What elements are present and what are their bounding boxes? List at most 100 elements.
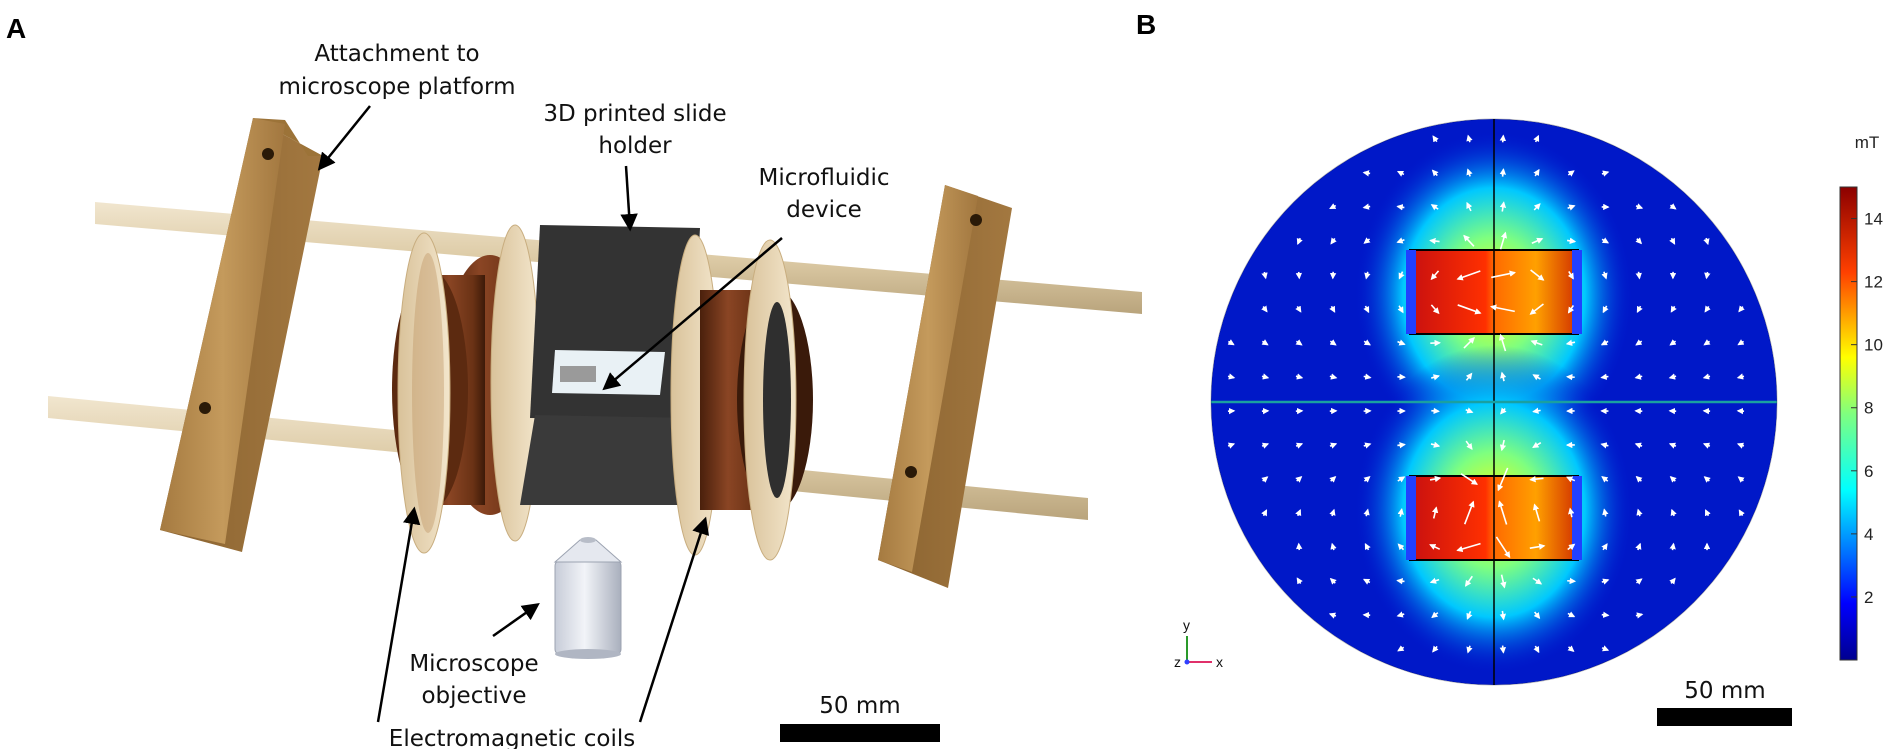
field-arrow: [1669, 339, 1677, 346]
holder-label-line2: holder: [598, 133, 672, 159]
field-arrow: [1261, 339, 1269, 346]
field-arrow: [1463, 337, 1475, 349]
field-arrow: [1397, 645, 1405, 652]
scale-bar-a-label: 50 mm: [819, 693, 900, 719]
scale-bar-b: [1657, 708, 1792, 726]
field-arrow: [1227, 339, 1235, 346]
colorbar-tick-label: 12: [1864, 273, 1883, 292]
colorbar-unit: mT: [1855, 133, 1880, 152]
field-arrow: [1567, 305, 1575, 314]
field-arrow: [1567, 170, 1575, 177]
field-arrow: [1329, 508, 1336, 517]
field-arrow: [1497, 500, 1508, 525]
field-arrow: [1429, 577, 1440, 584]
field-arrow: [1261, 373, 1270, 380]
field-arrow: [1500, 371, 1507, 382]
holder-arrow: [620, 165, 638, 232]
field-arrow: [1398, 271, 1405, 280]
panel-a: A: [6, 13, 1142, 749]
field-arrow: [1670, 508, 1677, 517]
field-arrow: [1634, 373, 1643, 380]
field-arrow: [1431, 169, 1439, 177]
field-arrow: [1364, 542, 1371, 551]
field-arrow: [1330, 237, 1337, 245]
field-arrow: [1532, 441, 1542, 448]
objective-label-line2: objective: [421, 683, 526, 709]
field-arrow: [1601, 237, 1610, 244]
field-arrow: [1295, 373, 1304, 380]
field-arrow: [1363, 475, 1371, 483]
field-arrow: [1227, 373, 1236, 380]
field-arrow: [1396, 170, 1405, 177]
field-arrow: [1431, 611, 1439, 619]
field-arrow: [1601, 271, 1608, 280]
field-arrow: [1737, 476, 1745, 483]
panel-b-letter: B: [1136, 9, 1156, 40]
objective-label-line1: Microscope: [409, 651, 538, 677]
field-arrow: [1261, 442, 1270, 449]
field-arrow: [1463, 500, 1475, 525]
field-arrow: [1363, 442, 1372, 449]
field-arrow: [1329, 475, 1337, 483]
colorbar: [1839, 186, 1858, 661]
axis-x-label: x: [1216, 654, 1223, 670]
field-arrow: [1530, 269, 1545, 281]
field-arrow: [1704, 305, 1711, 313]
colorbar-tick-label: 4: [1864, 525, 1873, 544]
field-arrow: [1533, 645, 1540, 654]
field-arrow: [1430, 304, 1440, 315]
field-arrow: [1456, 270, 1481, 281]
field-arrow: [1601, 543, 1608, 551]
field-arrow: [1466, 645, 1473, 654]
field-arrow: [1669, 577, 1676, 585]
field-arrow: [1567, 611, 1576, 618]
field-arrow: [1704, 271, 1711, 280]
field-arrow: [1456, 542, 1481, 553]
left-outer-disc: [397, 232, 451, 554]
field-arrow: [1500, 407, 1507, 415]
scale-bar-b-label: 50 mm: [1684, 678, 1765, 704]
field-arrow: [1364, 271, 1371, 280]
field-arrow: [1431, 506, 1439, 519]
field-arrow: [1669, 203, 1677, 210]
field-arrow: [1635, 339, 1643, 346]
right-wood-block: [878, 185, 1012, 588]
field-arrow: [1601, 578, 1610, 585]
field-arrow: [1669, 475, 1677, 483]
left-wood-block: [160, 118, 323, 552]
field-arrow: [1635, 237, 1643, 245]
field-arrow: [1499, 610, 1507, 621]
field-arrow: [1363, 339, 1371, 346]
field-arrow: [1737, 339, 1745, 346]
field-arrow: [1431, 374, 1440, 381]
field-arrow: [1463, 234, 1475, 247]
field-arrow: [1499, 201, 1507, 212]
field-arrow: [1532, 407, 1541, 414]
field-arrow: [1635, 475, 1643, 483]
field-arrow: [1328, 612, 1337, 619]
colorbar-tick-label: 8: [1864, 399, 1873, 418]
coils-arrow-right: [638, 516, 710, 723]
panel-a-letter: A: [6, 13, 26, 44]
field-arrow: [1669, 542, 1676, 551]
coils-arrow-left: [376, 506, 421, 723]
field-arrow: [1465, 407, 1474, 414]
microscope-objective: [553, 537, 623, 659]
field-arrow: [1601, 611, 1610, 618]
attachment-label-line1: Attachment to: [314, 41, 479, 67]
field-arrow: [1567, 645, 1575, 652]
holder-label-line1: 3D printed slide: [543, 101, 726, 127]
field-arrow: [1703, 237, 1710, 246]
field-arrow: [1702, 442, 1711, 449]
field-arrow: [1466, 134, 1473, 143]
field-arrow: [1635, 612, 1644, 619]
field-arrow: [1329, 203, 1337, 210]
field-arrow: [1533, 203, 1541, 211]
field-arrow: [1635, 203, 1644, 210]
field-arrow: [1329, 305, 1336, 313]
field-arrow: [1464, 575, 1473, 587]
field-arrow: [1261, 305, 1268, 313]
field-arrow: [1702, 373, 1711, 380]
colorbar-tick-label: 14: [1864, 210, 1883, 229]
axis-z-label: z: [1174, 654, 1181, 670]
